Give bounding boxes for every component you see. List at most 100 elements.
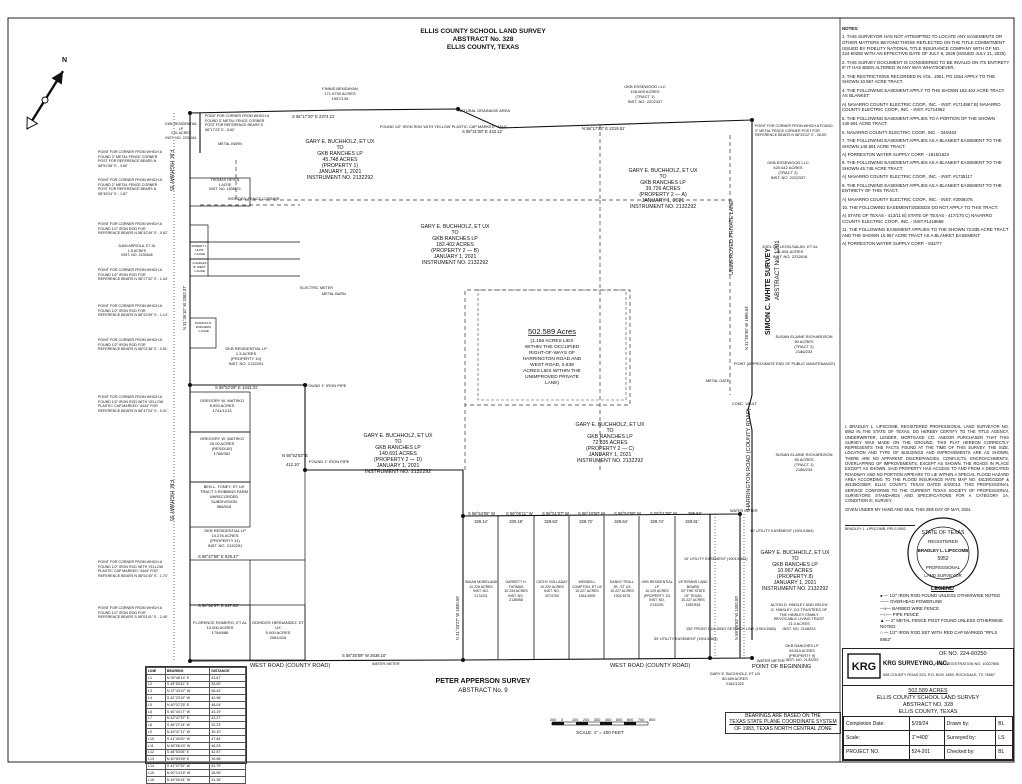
surveyor-certification: I, BRADLEY L. LIPSCOMB, REGISTERED PROFE… [845, 424, 1009, 532]
note-11: 11. THE FOLLOWING EASEMENT APPLIES TO TH… [842, 227, 1009, 238]
line-bearing: S 40°44'17" W [164, 707, 211, 716]
svg-text:GKB RANCHES LP: GKB RANCHES LP [375, 445, 421, 451]
certification-signed: GIVEN UNDER MY HAND AND SEAL THIS 29th D… [845, 507, 972, 513]
svg-text:INSTRUMENT NO. 2132292: INSTRUMENT NO. 2132292 [630, 204, 696, 210]
svg-text:(PROPERTY 1): (PROPERTY 1) [322, 163, 358, 169]
adjoiner-romero: FLORENCE ROMERO, ET AL 10.000 ACRES 1794… [193, 620, 247, 635]
juan-arriola: JUAN ARRIOLA, ET AL 1.5 ACRES INST. NO. … [118, 244, 156, 258]
thomas-heyen: THOMAS HEYEN 1 ACRE INST. NO. 1838574 [209, 178, 241, 192]
notes-panel: NOTES: 1. THIS SURVEYOR HAS NOT ATTEMPTE… [842, 26, 1010, 249]
note-10a: A) STATE OF TEXAS - 413/11 B) STATE OF T… [842, 213, 993, 224]
title-block-table: Completion Date: 5/29/24 Drawn by: BL Sc… [842, 715, 1014, 761]
line-bearing: S 42°23'19" W [164, 694, 211, 702]
line-distance: 81.79' [209, 762, 246, 770]
line-distance: 28.55' [209, 768, 246, 777]
svg-text:LAND SURVEYOR: LAND SURVEYOR [924, 573, 962, 578]
corner-note-8: POINT FOR CORNER FROM WHICH A FOUND 1/2"… [98, 560, 168, 578]
svg-text:329.74': 329.74' [650, 519, 664, 524]
metal-barn-label-2: METAL BARN [218, 142, 242, 146]
completion-label: Completion Date: [843, 715, 910, 732]
adjoiner-gkb-essewood-1: GKB ESSEWOOD LLC 108.609 ACRES (TRACT 1)… [624, 84, 666, 104]
total-line-7: UNIMPROVED PRIVATE [525, 374, 579, 380]
scale-tick-label: 400 [605, 718, 612, 722]
total-line-2: WITHIN THE OCCUPIED [525, 344, 580, 350]
total-line-6: ACRES LIES WITHIN THE [523, 368, 580, 374]
bearing-right-side: N 31°55'35" W 1996.54' [744, 305, 749, 350]
corner-note-9: POINT FOR CORNER FROM WHICH A FOUND 1/2"… [98, 606, 168, 619]
line-distance: 47.84' [209, 734, 246, 743]
line-distance: 58.42' [209, 687, 246, 696]
bearings-basis-l2: TEXAS STATE PLANE COORDINATE SYSTEM [729, 719, 837, 726]
line-bearing: N 43°47'57" E [164, 714, 211, 723]
water-meter-label-3: WATER METER [757, 659, 785, 663]
svg-text:STATE OF TEXAS: STATE OF TEXAS [922, 530, 965, 536]
bearing-s58-b: S 58°06'11" W [506, 511, 533, 516]
corner-note-7: POINT FOR CORNER FROM WHICH A FOUND 1/2"… [98, 395, 168, 413]
wooden-fence-label: WOODEN FENCE CORNER [228, 196, 280, 201]
scale-tick-label: 600 [627, 718, 634, 722]
scale-tick-label: 800 [649, 718, 656, 722]
adjoiner-gkb-res-10: GKB RESIDENTIAL LP 1.3 ACRES (PROPERTY 1… [225, 346, 267, 366]
bearings-basis-l3: OF 1983, TEXAS NORTH CENTRAL ZONE [734, 725, 832, 732]
line-bearing: S 49°53'42" E [164, 680, 211, 689]
total-line-4: HARRINGTON ROAD AND [523, 356, 582, 362]
scale-tick-label: 200 [550, 718, 557, 722]
metal-barn-label: METAL BARN [322, 292, 346, 296]
utility-easement: 10' UTILITY EASEMENT (1901/1564) [684, 557, 748, 561]
north-arrow-icon [25, 70, 65, 130]
adjoiner-gkb-res-2-51: GKB RESIDENTIAL LP 2.51 ACRES INST. NO. … [164, 122, 198, 140]
line-distance: 32.23' [209, 721, 246, 730]
line-distance: 43.87' [209, 673, 246, 682]
line-bearing: N 39°48'14" E [164, 673, 211, 682]
legend-title: LEGEND [931, 586, 954, 592]
legend-item-pipe: —□— PIPE FENCE [880, 611, 919, 617]
total-line-1: (1.166 ACRES LIES [531, 338, 574, 344]
surveyed-value: LS [995, 730, 1013, 746]
scale-label: Scale: [843, 730, 910, 746]
bearings-basis-l1: BEARINGS ARE BASED ON THE [745, 713, 821, 719]
scale-tick-label: 0 [561, 718, 564, 722]
adjoiner-susan-1: SUSAN ELAINE RICHARDSON 50 ACRES (TRACT … [775, 452, 833, 472]
line-id: L13 [146, 755, 166, 764]
lot-owner-2: GARRETT H. THOMAS 10.234 ACRES INST. NO.… [504, 580, 528, 602]
corner-note-6: POINT FOR CORNER FROM WHICH A FOUND 1/2"… [98, 338, 168, 351]
road-west-left: WEST ROAD (COUNTY ROAD) [250, 663, 330, 669]
acre-summary-l1: 502.589 ACRES [908, 688, 948, 694]
bearing-left-lower: S 58°47'56" E 829.47' [198, 554, 239, 559]
robert-hunt: ROBERT L. HUNT 1 ACRE [191, 244, 208, 256]
bearing-dist-a: 395.63' [688, 511, 702, 516]
adjoiner-watsko-2: GREGORY W. WATSKO 25.00 ACRES (RESIDUE) … [199, 436, 245, 456]
corner-note-4: POINT FOR CORNER FROM WHICH A FOUND 1/2"… [98, 268, 168, 281]
note-4a: A) NAVARRO COUNTY ELECTRIC COOP., INC. -… [842, 101, 1001, 113]
line-bearing: N 50°14'16" W [164, 768, 211, 777]
svg-text:GARY E. BUCHHOLZ, ET UX: GARY E. BUCHHOLZ, ET UX [306, 139, 375, 145]
lot-owner-4: WENDELL COMPTON, ET UX 10.227 ACRES 1841… [571, 580, 602, 598]
note-7: 7. THE FOLLOWING EASEMENT APPLIES AS A B… [842, 138, 1002, 149]
scale-value: 1"=400' [908, 730, 945, 746]
firm-of-no: OF NO. 224-60250 [939, 651, 987, 657]
line-id: L5 [146, 700, 166, 709]
adjoiner-susan-2: SUSAN ELAINE RICHARDSON 50 ACRES (TRACT … [775, 334, 833, 354]
corner-note-10: POINT FOR CORNER FROM WHICH A FOUND 3" M… [205, 114, 269, 132]
electric-meter-label: ELECTRIC METER [300, 286, 333, 290]
svg-text:140.691 ACRES: 140.691 ACRES [379, 451, 417, 457]
lot-owner-6: GKB RESIDENTIAL LP 10.229 ACRES (PROPERT… [641, 580, 673, 607]
line-distance: 31.35' [209, 775, 246, 784]
svg-text:TO: TO [606, 428, 613, 434]
total-line-3: RIGHT-OF-WAYS OF [529, 350, 575, 356]
total-acres: 502.589 Acres [528, 327, 576, 336]
bearing-mid-small: N 58°52'53" E [282, 453, 308, 458]
bearing-left-lower2: S 58°52'57" E 827.53' [198, 603, 239, 608]
svg-text:TO: TO [394, 439, 401, 445]
patricia-rodgers: PATRICIA D. RODGERS 1 ACRE [194, 321, 213, 333]
project-value: 524-201 [908, 744, 945, 761]
line-distance: 46.03' [209, 741, 246, 750]
bearing-s58-e: S 58°52'58" W [614, 511, 641, 516]
legend-item-post: ▲ — 2" METAL FENCE POST FOUND UNLESS OTH… [880, 618, 1004, 630]
